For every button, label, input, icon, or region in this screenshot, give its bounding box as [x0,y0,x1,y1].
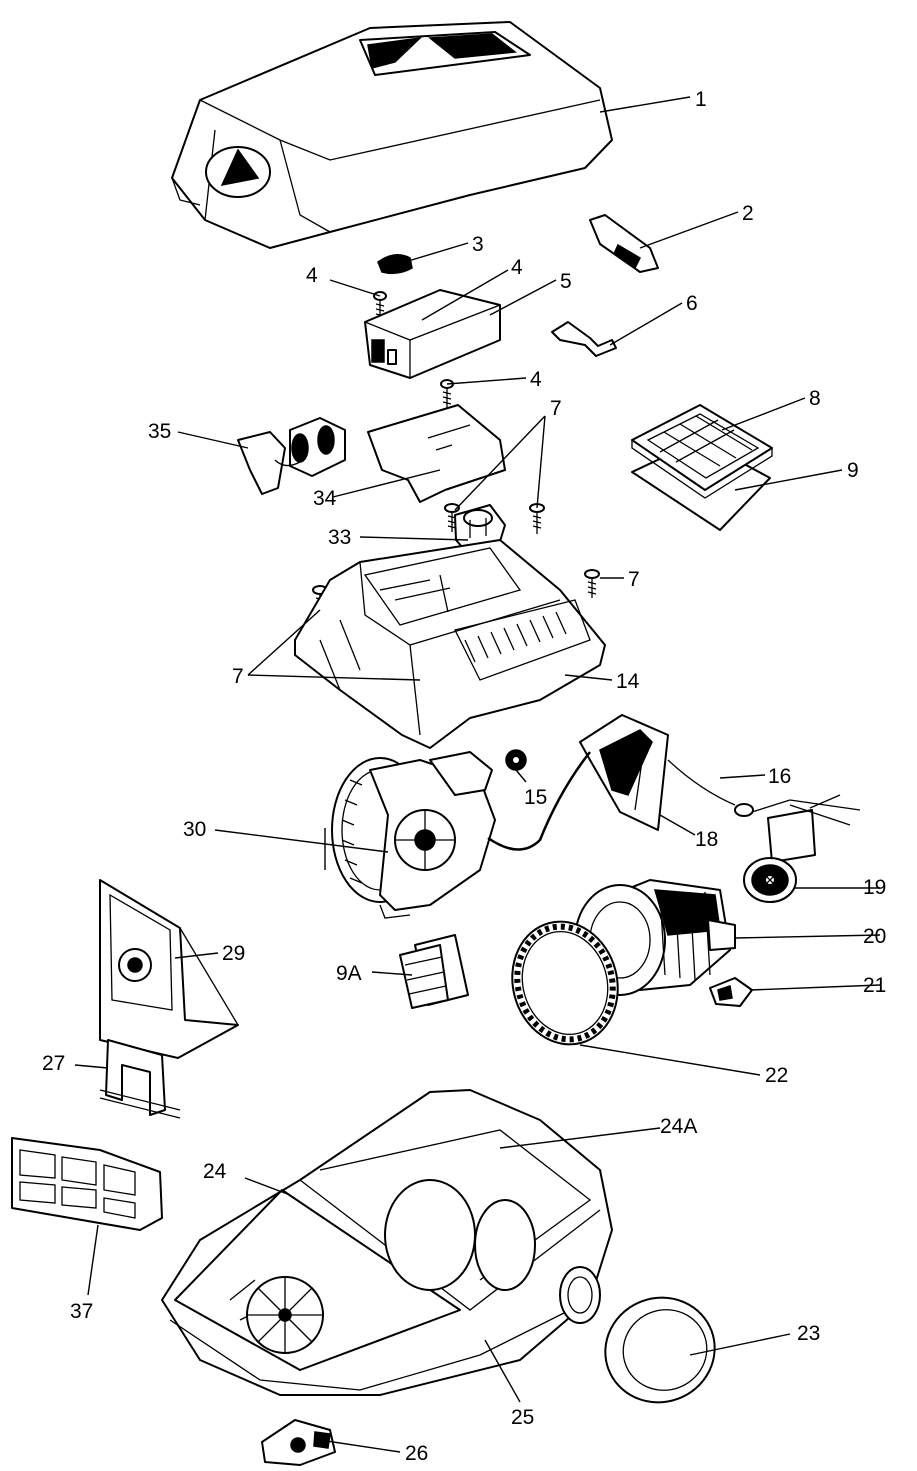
callout-4-b: 4 [511,256,523,279]
part-35-switch-assembly [237,417,346,495]
callout-24: 24 [203,1160,227,1183]
part-27-bag-holder [99,1039,181,1119]
callout-14: 14 [616,670,640,693]
callout-7-a: 7 [550,397,562,420]
callout-26: 26 [405,1442,428,1465]
part-9A-pre-motor-filter [399,934,469,1009]
callout-20: 20 [863,925,886,948]
callout-3: 3 [472,233,484,256]
callout-23: 23 [797,1322,820,1345]
part-21-carbon-brush [709,977,753,1007]
part-37-rear-grille [11,1137,163,1231]
part-14-chassis-frame [294,539,606,749]
callout-9A: 9A [336,962,362,985]
part-19-motor-mount [743,857,797,903]
callout-6: 6 [686,292,698,315]
callout-30: 30 [183,818,206,841]
part-2-latch [589,214,659,273]
callout-29: 29 [222,942,245,965]
callout-8: 8 [809,387,821,410]
part-30-cord-reel [331,751,496,919]
callout-24A: 24A [660,1115,697,1138]
callout-labels: 1 2 3 4 4 4 5 6 7 7 7 8 9 9A 14 15 16 18… [42,88,886,1465]
callout-5: 5 [560,270,572,293]
part-25-base-housing [161,1089,613,1396]
part-22-motor-ring [511,920,619,1046]
callout-15: 15 [524,786,547,809]
callout-1: 1 [695,88,707,111]
part-4-screw-3 [440,379,454,408]
callout-7-c: 7 [232,665,244,688]
part-6-spring-clip [551,321,617,357]
leader-lines [74,96,881,1453]
callout-18: 18 [695,828,718,851]
part-1-top-cover [171,21,613,249]
part-29-dust-bag [99,879,239,1059]
callout-34: 34 [313,487,337,510]
callout-35: 35 [148,420,171,443]
part-26-castor [261,1419,336,1466]
part-8-filter-grill [631,404,773,499]
callout-19: 19 [863,876,886,899]
callout-9: 9 [847,459,859,482]
callout-33: 33 [328,526,351,549]
part-5-control-plate [364,289,501,379]
callout-16: 16 [768,765,791,788]
callout-4-c: 4 [530,368,542,391]
part-18-exhaust-filter [487,714,669,851]
callout-37: 37 [70,1300,93,1323]
callout-21: 21 [863,974,886,997]
callout-27: 27 [42,1052,65,1075]
part-23-wheel [604,1296,716,1404]
part-16-power-cord [667,759,861,863]
part-15-grommet [505,749,527,771]
callout-7-b: 7 [628,568,640,591]
callout-22: 22 [765,1064,788,1087]
callout-4-a: 4 [306,264,318,287]
part-7-screw-2 [529,503,545,534]
part-7-screw-3 [584,569,600,598]
part-34-insulating-plate [367,404,506,503]
part-3-button [377,254,413,275]
callout-25: 25 [511,1406,534,1429]
callout-2: 2 [742,202,754,225]
